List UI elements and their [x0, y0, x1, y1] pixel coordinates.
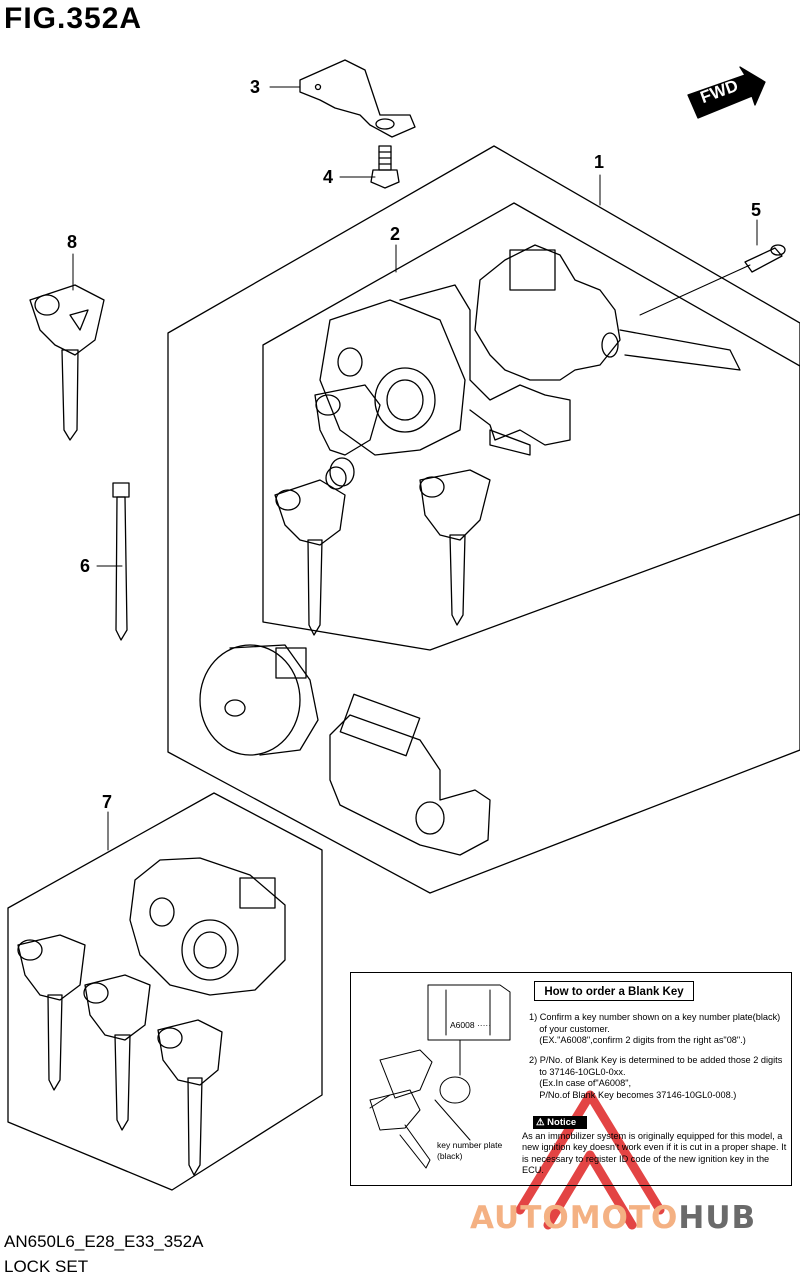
- watermark-triangle: [515, 1090, 665, 1230]
- fwd-arrow: [687, 66, 766, 119]
- ignition-switch: [319, 244, 741, 456]
- blank-key-notice-panel: [350, 972, 792, 1186]
- watermark-part1: AUTOMOTO: [470, 1200, 679, 1236]
- assembly-2-outline: [262, 202, 800, 651]
- fuel-cap-lock: [199, 644, 319, 756]
- bolt-4: [370, 145, 400, 189]
- notice-label-text: Notice: [547, 1117, 577, 1128]
- assembly-1-outline: [167, 145, 800, 894]
- key-plate-illustration: [369, 984, 511, 1169]
- callout-4: 4: [323, 167, 334, 187]
- callout-3: 3: [250, 77, 261, 97]
- howto-step-2: 2) P/No. of Blank Key is determined to b…: [529, 1055, 783, 1100]
- key-plate-code: A6008 ·····: [450, 1020, 492, 1030]
- key-8: [29, 284, 105, 441]
- callout-2: 2: [390, 224, 401, 244]
- key-plate-caption: key number plate (black): [437, 1140, 503, 1161]
- model-code: AN650L6_E28_E33_352A: [4, 1232, 204, 1251]
- leader-lines: [72, 86, 758, 851]
- part-name: LOCK SET: [4, 1257, 89, 1276]
- callout-1: 1: [594, 152, 605, 172]
- notice-text: As an immobilizer system is originally e…: [522, 1131, 787, 1175]
- screw-5: [744, 244, 786, 273]
- kit-7-outline: [7, 792, 323, 1191]
- callout-7: 7: [102, 792, 113, 812]
- seat-lock: [329, 693, 491, 856]
- keys-assembly-2: [274, 384, 491, 636]
- howto-title: How to order a Blank Key: [534, 981, 694, 1001]
- notice-label: ⚠ Notice: [533, 1116, 587, 1129]
- cable-tie-6: [112, 482, 130, 641]
- watermark: AUTOMOTOHUB: [470, 1200, 756, 1236]
- lock-kit-7: [17, 857, 286, 1176]
- howto-step-1: 1) Confirm a key number shown on a key n…: [529, 1012, 781, 1045]
- callout-8: 8: [67, 232, 78, 252]
- bracket-3: [299, 59, 416, 138]
- callout-6: 6: [80, 556, 91, 576]
- figure-title: FIG.352A: [4, 2, 143, 35]
- callout-5: 5: [751, 200, 762, 220]
- watermark-part2: HUB: [678, 1200, 757, 1236]
